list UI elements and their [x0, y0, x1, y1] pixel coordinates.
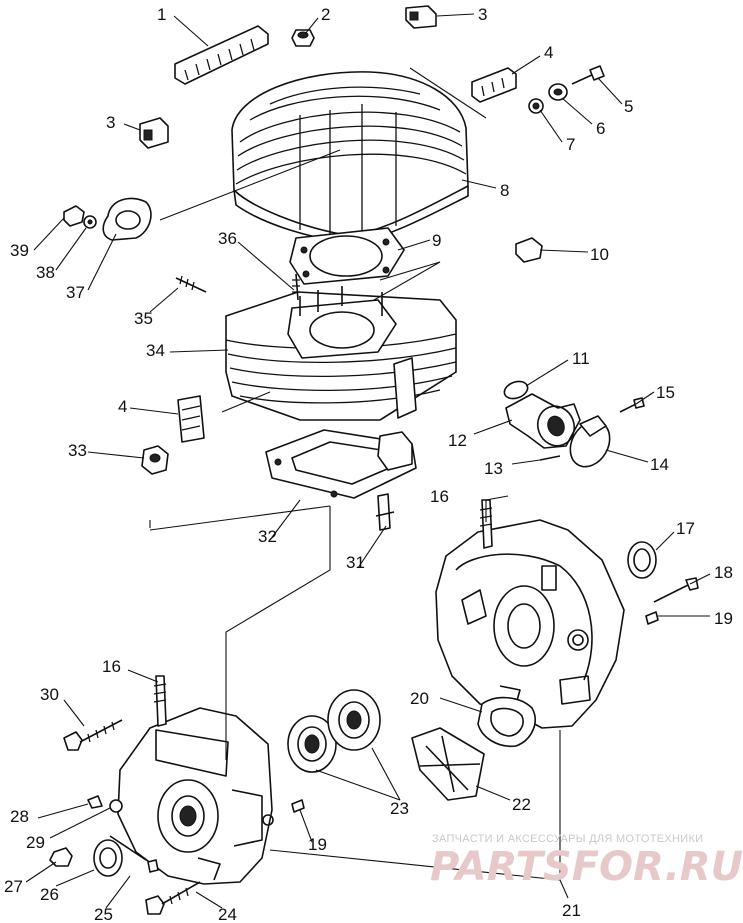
callout-28: 28 [10, 807, 29, 826]
part-28-screw [87, 795, 123, 813]
assembly-lines [149, 67, 487, 760]
part-30-bolt [63, 719, 123, 751]
part-15-screw [619, 397, 645, 413]
part-2-nut [291, 29, 315, 47]
callout-12: 12 [448, 431, 467, 450]
part-24-bolt [145, 881, 201, 915]
callout-4: 4 [118, 397, 127, 416]
callout-13: 13 [484, 459, 503, 478]
callout-1: 1 [157, 5, 166, 24]
part-19-pin-right [645, 611, 659, 625]
callout-4: 4 [544, 43, 553, 62]
callout-6: 6 [596, 119, 605, 138]
part-39-nut [63, 205, 85, 227]
part-7-nut [528, 98, 544, 114]
part-17-seal [627, 541, 657, 579]
part-23-bearing-2 [327, 689, 381, 751]
part-6-washer [548, 83, 568, 101]
part-14-clamp [569, 415, 611, 468]
callout-27: 27 [4, 877, 23, 896]
part-32-base-gasket [265, 429, 417, 499]
callout-30: 30 [40, 685, 59, 704]
callout-labels: 1 2 3 3 4 4 5 6 7 8 9 10 11 12 13 14 15 … [4, 5, 733, 923]
callout-23: 23 [390, 799, 409, 818]
callout-25: 25 [94, 905, 113, 923]
callout-3: 3 [478, 5, 487, 24]
callout-2: 2 [321, 5, 330, 24]
part-37-plate [102, 197, 152, 241]
part-12-intake-boot [505, 393, 581, 449]
callout-29: 29 [26, 833, 45, 852]
callout-19: 19 [308, 835, 327, 854]
part-22-cover [411, 727, 485, 801]
watermark: ЗАПЧАСТИ И АКСЕССУАРЫ ДЛЯ МОТОТЕХНИКИ PA… [430, 833, 743, 890]
part-1-bracket [174, 25, 269, 85]
callout-21: 21 [562, 901, 581, 920]
part-10-cap [515, 237, 543, 263]
part-27-nut [49, 847, 73, 867]
callout-3: 3 [106, 113, 115, 132]
callout-31: 31 [346, 553, 365, 572]
callout-36: 36 [218, 229, 237, 248]
leader-lines [25, 13, 711, 909]
callout-16: 16 [102, 657, 121, 676]
callout-17: 17 [676, 519, 695, 538]
callout-34: 34 [146, 341, 165, 360]
part-3-clip-left [139, 117, 169, 149]
part-11-o-ring [503, 380, 529, 400]
callout-14: 14 [650, 455, 669, 474]
part-5-screw [571, 65, 605, 85]
callout-18: 18 [714, 563, 733, 582]
callout-35: 35 [134, 309, 153, 328]
watermark-caption: ЗАПЧАСТИ И АКСЕССУАРЫ ДЛЯ МОТОТЕХНИКИ [432, 833, 703, 845]
callout-5: 5 [624, 97, 633, 116]
part-35-stud [175, 275, 207, 293]
part-4-clip-left [177, 395, 205, 443]
part-19-pin-left [291, 799, 305, 813]
callout-7: 7 [566, 135, 575, 154]
callout-8: 8 [500, 181, 509, 200]
part-21-crankcase-left [117, 707, 274, 885]
part-31-stud [375, 493, 395, 531]
part-9-head-gasket [289, 227, 405, 285]
callout-10: 10 [590, 245, 609, 264]
callout-22: 22 [512, 795, 531, 814]
callout-24: 24 [218, 905, 237, 923]
part-21-crankcase-right [435, 519, 625, 729]
watermark-logo: PARTSFOR.RU [430, 844, 743, 890]
part-38-washer [83, 215, 97, 229]
part-3-clip-top [405, 5, 437, 29]
callout-19: 19 [714, 609, 733, 628]
callout-39: 39 [10, 241, 29, 260]
cylinder-head [231, 71, 469, 245]
part-20-gasket [477, 696, 536, 748]
part-26-seal [93, 839, 123, 877]
part-33-nut [141, 445, 169, 475]
callout-37: 37 [66, 283, 85, 302]
callout-32: 32 [258, 527, 277, 546]
callout-33: 33 [68, 441, 87, 460]
part-16-stud-left [153, 675, 167, 727]
callout-38: 38 [36, 263, 55, 282]
part-18-bolt [653, 577, 699, 603]
part-4-clip-top [471, 67, 517, 103]
part-25-bolt [109, 835, 159, 873]
callout-16: 16 [430, 487, 449, 506]
part-13-screw [539, 455, 561, 461]
callout-9: 9 [432, 231, 441, 250]
callout-11: 11 [572, 349, 590, 368]
part-36-stud [292, 273, 300, 301]
callout-15: 15 [656, 383, 675, 402]
part-23-bearing-1 [287, 715, 337, 773]
part-34-cylinder [225, 286, 457, 421]
callout-26: 26 [40, 885, 59, 904]
callout-20: 20 [410, 689, 429, 708]
